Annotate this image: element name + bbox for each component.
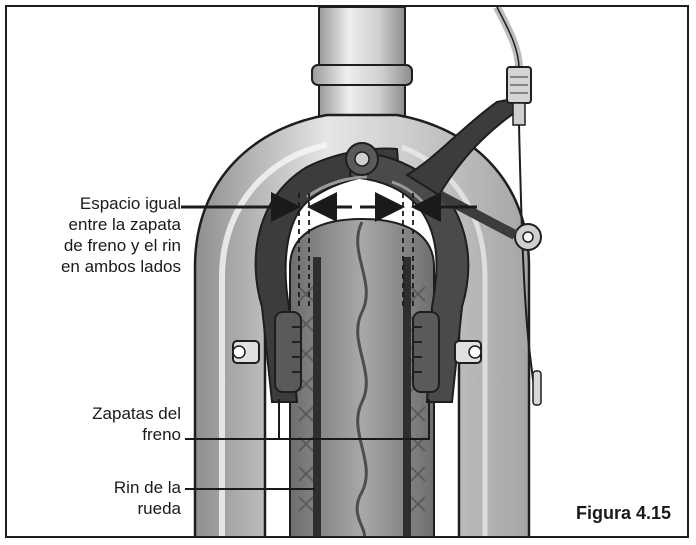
rim-label-line-1: Rin de la bbox=[67, 477, 181, 498]
rim-stripe-right bbox=[403, 257, 411, 538]
gap-label: Espacio igual entre la zapata de freno y… bbox=[49, 193, 181, 277]
gap-label-line-1: Espacio igual bbox=[49, 193, 181, 214]
steerer-tube bbox=[312, 7, 412, 127]
figure-caption: Figura 4.15 bbox=[574, 503, 673, 524]
figure-frame: Espacio igual entre la zapata de freno y… bbox=[5, 5, 689, 538]
rim-label: Rin de la rueda bbox=[67, 477, 181, 519]
gap-label-line-3: de freno y el rin bbox=[49, 235, 181, 256]
pads-label-line-1: Zapatas del bbox=[67, 403, 181, 424]
gap-label-line-4: en ambos lados bbox=[49, 256, 181, 277]
rim-stripe-left bbox=[313, 257, 321, 538]
pads-label-line-2: freno bbox=[67, 424, 181, 445]
rim-label-line-2: rueda bbox=[67, 498, 181, 519]
gap-label-line-2: entre la zapata bbox=[49, 214, 181, 235]
pads-label: Zapatas del freno bbox=[67, 403, 181, 445]
